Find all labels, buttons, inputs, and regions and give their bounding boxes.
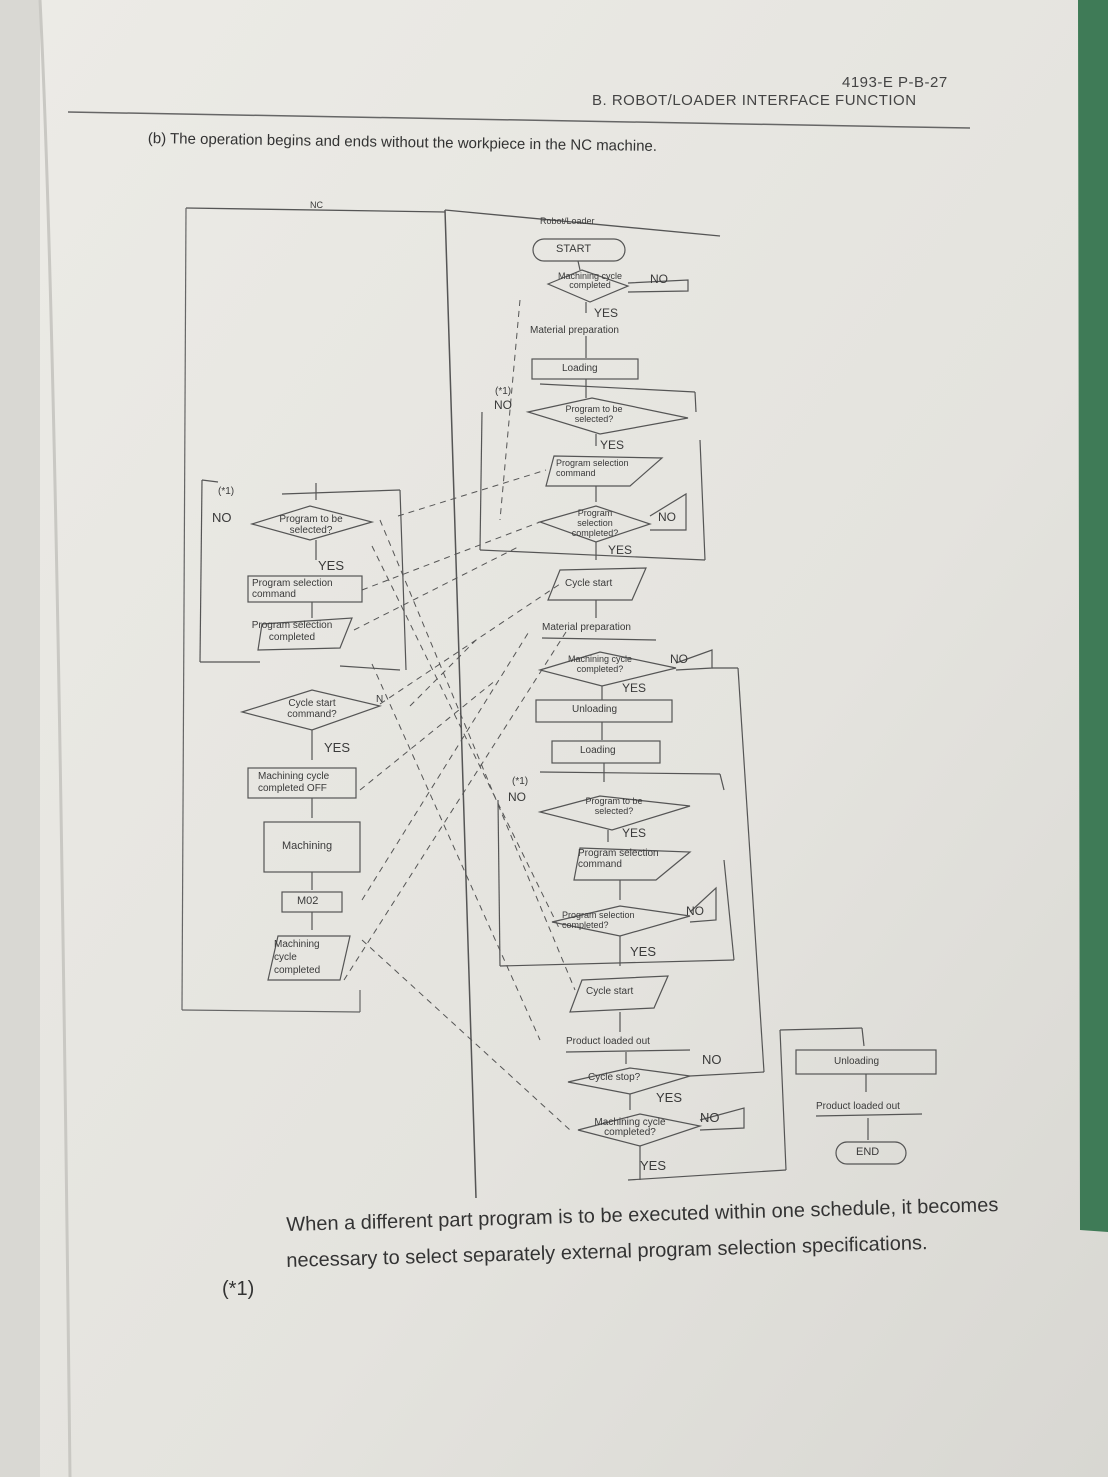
robot-column-header: Robot/Loader: [540, 216, 595, 226]
io-program-selection-command-2: Program selection command: [578, 848, 659, 870]
yes-label-1: YES: [594, 306, 619, 320]
process-product-loaded-out-2: Product loaded out: [816, 1101, 900, 1112]
process-unloading-2: Unloading: [834, 1056, 880, 1067]
signal-lines: [343, 299, 576, 1131]
process-loading-1: Loading: [562, 363, 598, 374]
decision-machining-cycle-completed-2: Machining cycle completed?: [567, 654, 633, 674]
nc-column-shapes: [199, 479, 407, 981]
nc-process-machining: Machining: [282, 840, 333, 852]
nc-io-program-selection-completed: Program selection completed: [251, 620, 333, 643]
no-label-8: NO: [700, 1110, 720, 1125]
note-ref-1: (*1): [495, 386, 512, 397]
no-label-5: NO: [508, 790, 526, 804]
section-title: B. ROBOT/LOADER INTERFACE FUNCTION: [592, 92, 917, 109]
yes-label-2: YES: [600, 438, 625, 452]
io-cycle-start-2: Cycle start: [586, 986, 634, 997]
yes-label-6: YES: [630, 944, 657, 959]
decision-cycle-stop: Cycle stop?: [588, 1072, 641, 1083]
decision-program-to-be-selected-1: Program to be selected?: [565, 404, 623, 424]
nc-process-machining-cycle-completed-off: Machining cycle completed OFF: [258, 771, 330, 794]
nc-process-m02: M02: [297, 895, 319, 907]
io-cycle-start-1: Cycle start: [565, 578, 613, 589]
yes-label-8: YES: [640, 1158, 667, 1173]
decision-program-selection-completed-2: Program selection completed?: [562, 910, 635, 930]
io-program-selection-command-1: Program selection command: [556, 458, 629, 478]
decision-program-to-be-selected-2: Program to be selected?: [585, 796, 643, 816]
start-terminal: START: [556, 243, 592, 255]
nc-decision-cycle-start-command: Cycle start command?: [287, 698, 337, 720]
decision-machining-cycle-completed-1: Machining cycle completed: [557, 271, 623, 290]
yes-label-4: YES: [622, 681, 647, 695]
nc-note-ref: (*1): [218, 486, 235, 497]
process-material-preparation-1: Material preparation: [530, 325, 619, 336]
no-label-6: NO: [686, 904, 704, 918]
yes-label-3: YES: [608, 543, 633, 557]
nc-yes-label-1: YES: [318, 558, 345, 573]
nc-no-label-1: NO: [212, 510, 232, 525]
nc-process-program-selection-command: Program selection command: [252, 578, 333, 600]
no-label-7: NO: [702, 1052, 722, 1067]
no-label-2: NO: [494, 398, 512, 412]
process-product-loaded-out-1: Product loaded out: [566, 1036, 650, 1047]
process-loading-2: Loading: [580, 745, 616, 756]
nc-n-label: N: [376, 694, 384, 705]
nc-io-machining-cycle-completed: Machining cycle completed: [274, 939, 321, 976]
yes-label-7: YES: [656, 1090, 683, 1105]
no-label-1: NO: [650, 272, 668, 286]
end-terminal: END: [856, 1146, 880, 1158]
no-label-4: NO: [670, 652, 688, 666]
decision-machining-cycle-completed-3: Machining cycle completed?: [594, 1117, 666, 1138]
decision-program-selection-completed-1: Program selection completed?: [571, 508, 619, 538]
process-unloading-1: Unloading: [572, 704, 618, 715]
nc-column-header: NC: [310, 200, 323, 210]
robot-column-shapes: [479, 238, 937, 1181]
doc-code: 4193-E P-B-27: [842, 74, 948, 91]
nc-decision-program-to-be-selected: Program to be selected?: [279, 514, 343, 536]
footnote-marker: (*1): [222, 1278, 255, 1300]
yes-label-5: YES: [622, 826, 647, 840]
nc-yes-label-2: YES: [324, 740, 351, 755]
process-material-preparation-2: Material preparation: [542, 622, 631, 633]
note-ref-2: (*1): [512, 776, 529, 787]
no-label-3: NO: [658, 510, 676, 524]
